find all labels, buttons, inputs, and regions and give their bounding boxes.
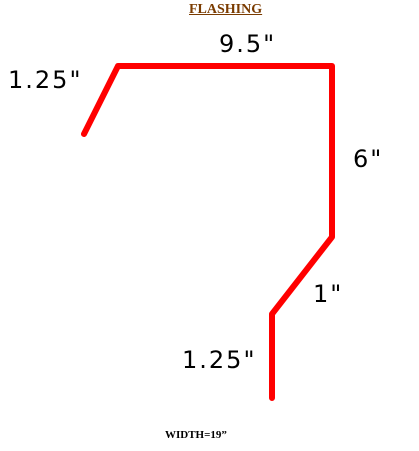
flashing-profile-line	[81, 63, 335, 401]
dimension-bottom-leg: 1.25"	[182, 346, 257, 374]
dimension-top: 9.5"	[219, 30, 277, 58]
total-width-label: WIDTH=19”	[165, 429, 227, 441]
diagram-title: FLASHING	[189, 2, 263, 17]
dimension-diagonal: 1"	[313, 280, 344, 308]
dimension-right-side: 6"	[353, 145, 384, 173]
dimension-top-left-leg: 1.25"	[8, 66, 83, 94]
